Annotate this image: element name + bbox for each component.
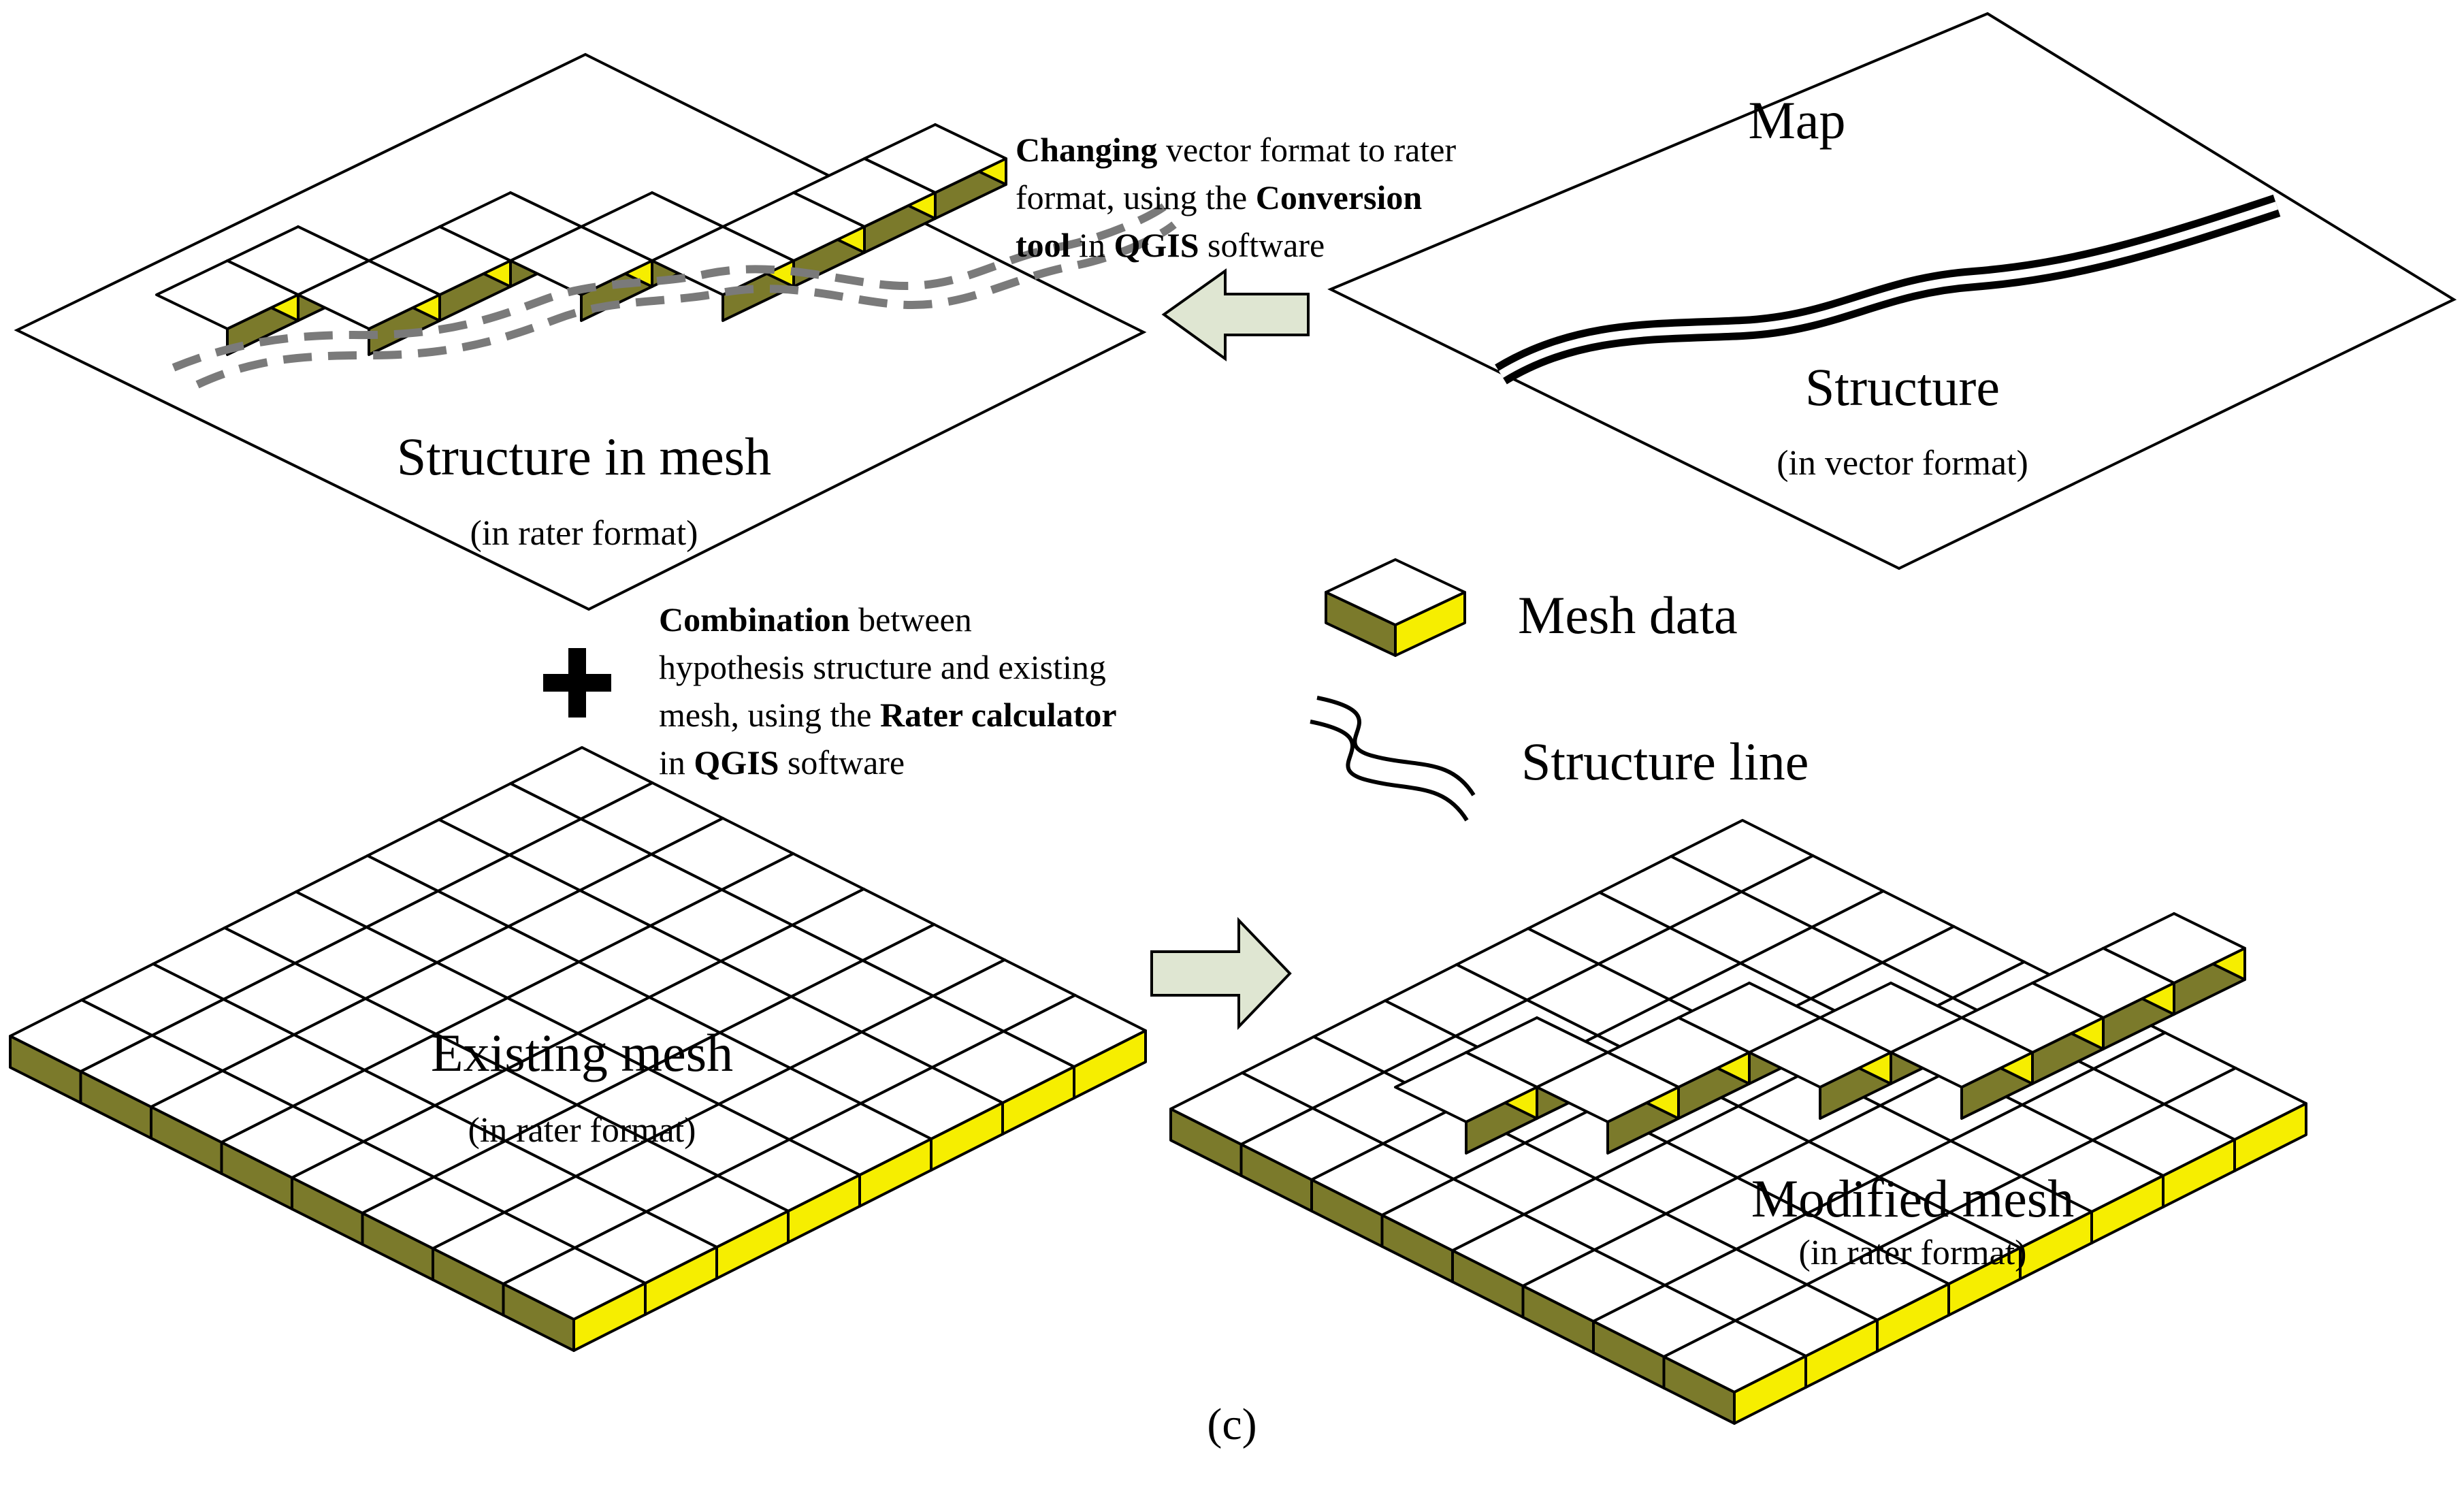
mesh-data-legend-icon (1325, 558, 1466, 657)
modified-mesh-raised-cubes (1394, 912, 2246, 1155)
conversion-note-text-2: format, using the (1016, 178, 1256, 216)
conversion-note-bold-4: QGIS (1114, 226, 1199, 264)
structure-label: Structure (1805, 357, 2000, 417)
legend (1310, 558, 1476, 822)
modified-mesh-format-label: (in rater format) (1798, 1234, 2027, 1272)
conversion-note: Changing vector format to rater format, … (1016, 126, 1456, 269)
modified-mesh-label: Modified mesh (1751, 1169, 2075, 1228)
structure-format-label: (in vector format) (1777, 444, 2028, 483)
figure-caption: (c) (1207, 1400, 1257, 1449)
modified-raised-cube-2-top-face (1536, 1051, 1680, 1123)
combination-note: Combination between hypothesis structure… (659, 596, 1117, 786)
structure-mesh-cube-2-top-face (297, 259, 441, 330)
conversion-note-bold-2: Conversion (1255, 178, 1423, 216)
existing-mesh-grid (9, 746, 1147, 1352)
structure-mesh-label: Structure in mesh (396, 427, 772, 486)
structure-line-vector-gap (1498, 202, 2278, 378)
structure-mesh-cube-7-top-face (651, 225, 795, 296)
conversion-note-text-1: vector format to rater (1157, 131, 1457, 169)
combination-note-text-1: between (849, 600, 972, 639)
arrow-right[interactable] (1150, 917, 1292, 1030)
legend-structure-line-label: Structure line (1521, 732, 1809, 791)
structure-mesh-cubes (155, 123, 1007, 356)
structure-mesh-panel (14, 52, 1177, 611)
modified-raised-cube-7-top-face (1890, 1016, 2034, 1089)
combination-note-text-5: software (779, 743, 905, 781)
modified-mesh-grid (1169, 819, 2307, 1425)
modified-mesh-cell-top-face (1662, 1319, 1807, 1393)
combination-note-bold-4: QGIS (694, 743, 779, 781)
legend-top-face (1325, 558, 1466, 626)
combination-note-text-3: mesh, using the (659, 696, 880, 734)
conversion-note-text-3: in (1070, 226, 1114, 264)
conversion-note-text-4: software (1199, 226, 1325, 264)
existing-mesh-format-label: (in rater format) (468, 1111, 696, 1150)
conversion-note-bold-1: Changing (1016, 131, 1158, 169)
plus-icon (543, 648, 611, 718)
existing-mesh-cell-top-face (502, 1246, 647, 1321)
conversion-note-bold-3: tool (1016, 226, 1071, 264)
structure-mesh-format-label: (in rater format) (470, 514, 698, 553)
map-panel (1327, 12, 2457, 570)
map-title: Map (1748, 91, 1846, 150)
combination-note-text-4: in (659, 743, 694, 781)
arrow-left[interactable] (1161, 268, 1310, 361)
combination-note-bold-3: Rater calculator (879, 696, 1117, 734)
structure-line-legend-icon (1310, 696, 1476, 822)
structure-line-dashed-outer (172, 201, 1170, 372)
combination-note-text-2: hypothesis structure and existing (659, 648, 1106, 686)
existing-mesh-label: Existing mesh (430, 1023, 734, 1082)
combination-note-bold-1: Combination (659, 600, 850, 639)
structure-line-dashed-inner (195, 221, 1177, 389)
legend-mesh-data-label: Mesh data (1518, 585, 1738, 645)
